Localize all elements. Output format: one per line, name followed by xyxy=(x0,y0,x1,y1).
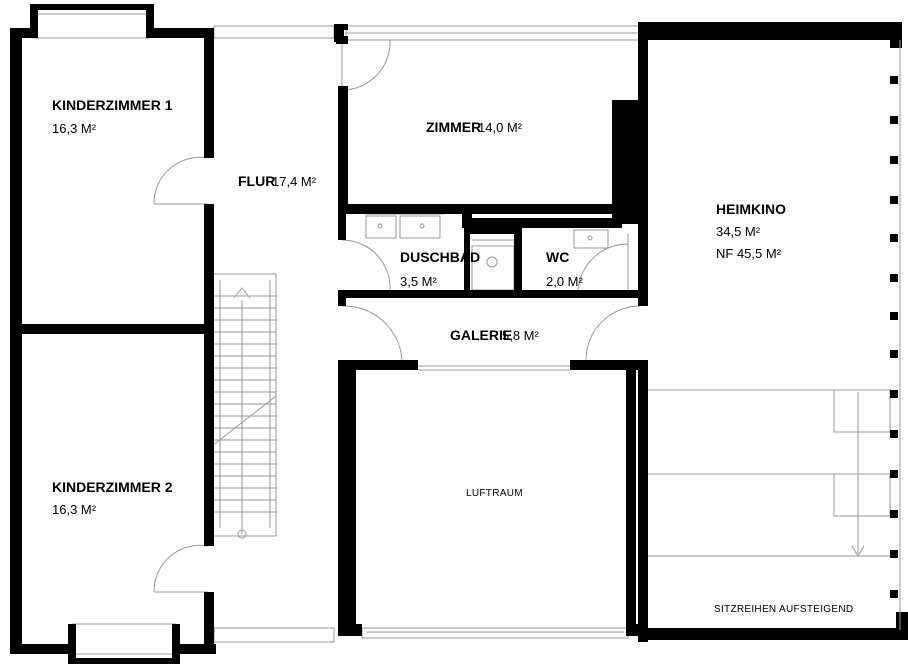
room-name-heimkino: HEIMKINO xyxy=(716,201,786,217)
room-name-wc: WC xyxy=(546,249,569,265)
room-area-wc: 2,0 M² xyxy=(546,274,584,289)
staircase xyxy=(211,273,277,539)
window-flur-top xyxy=(213,25,335,39)
seating-rows xyxy=(646,389,891,557)
room-name-galerie: GALERIE xyxy=(450,327,512,343)
room-area-galerie: 5,8 M² xyxy=(502,328,540,343)
room-name-zimmer: ZIMMER xyxy=(426,119,481,135)
room-area-heimkino: 34,5 M² xyxy=(716,224,761,239)
walls xyxy=(10,4,908,664)
room-area-duschbad: 3,5 M² xyxy=(400,274,438,289)
room-name-duschbad: DUSCHBAD xyxy=(400,249,480,265)
room-area-kinderzimmer1: 16,3 M² xyxy=(52,121,97,136)
window-flur-bottom xyxy=(213,627,335,643)
room-name-kinderzimmer1: KINDERZIMMER 1 xyxy=(52,97,173,113)
room-area-kinderzimmer2: 16,3 M² xyxy=(52,502,97,517)
room-labels: KINDERZIMMER 1 16,3 M² KINDERZIMMER 2 16… xyxy=(52,97,853,615)
room-area-zimmer: 14,0 M² xyxy=(478,120,523,135)
label-luftraum: LUFTRAUM xyxy=(466,488,523,499)
label-sitzreihen: SITZREIHEN AUFSTEIGEND xyxy=(714,604,853,615)
window-bottom-left xyxy=(71,623,177,661)
window-luftraum-bottom xyxy=(361,627,629,639)
window-top-left xyxy=(31,7,151,39)
room-area-flur: 17,4 M² xyxy=(272,174,317,189)
room-name-kinderzimmer2: KINDERZIMMER 2 xyxy=(52,479,173,495)
room-name-flur: FLUR xyxy=(238,173,275,189)
room-area-nf-heimkino: NF 45,5 M² xyxy=(716,246,782,261)
door-swing-kinderzimmer1 xyxy=(153,156,209,205)
